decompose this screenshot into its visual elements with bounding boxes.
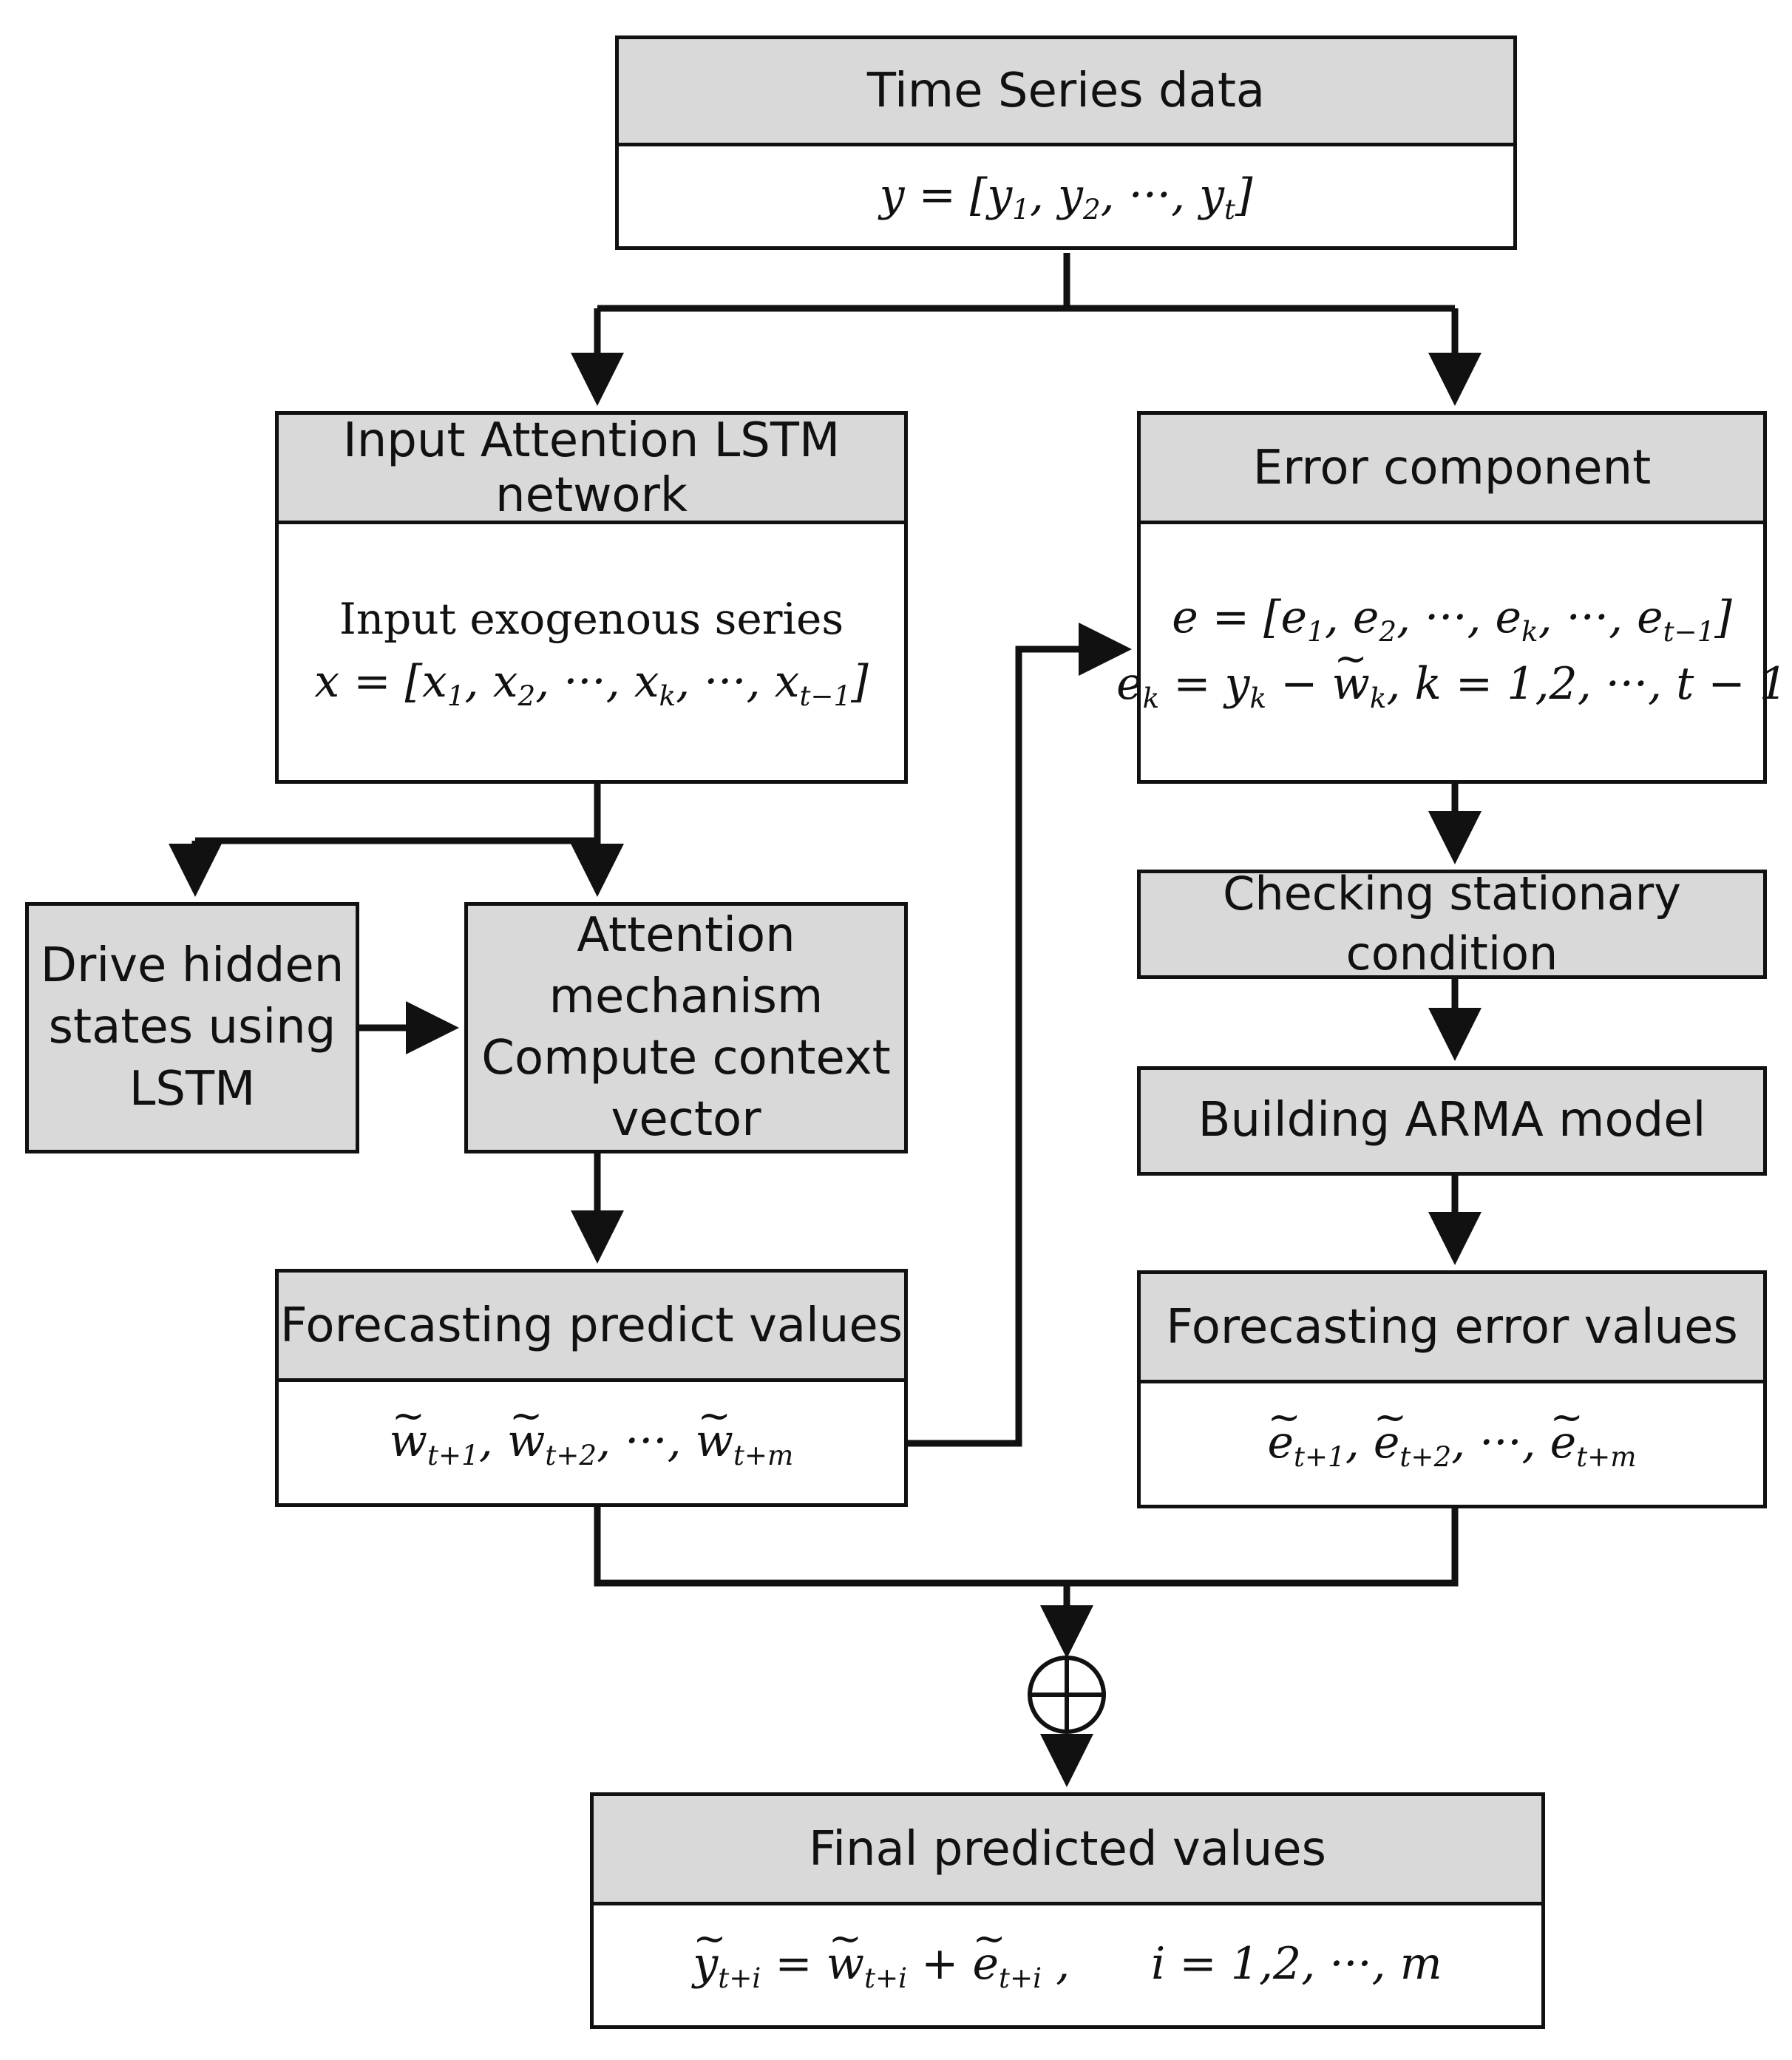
drive-hidden-line2: states using: [48, 1000, 336, 1055]
final-predicted-formula: yt+i = wt+i + et+i ,i = 1,2, ···, m: [693, 1910, 1442, 1999]
attention-mechanism-line1: Attention mechanism: [549, 907, 824, 1024]
error-definition-formula: ek = yk − wk, k = 1,2, ···, t − 1: [1116, 630, 1788, 719]
drive-hidden-box: Drive hidden states using LSTM: [25, 902, 359, 1153]
time-series-box: Time Series data y = [y1, y2, ···, yt]: [615, 35, 1517, 250]
input-exogenous-formula: x = [x1, x2, ···, xk, ···, xt−1]: [314, 656, 869, 713]
arma-model-label: Building ARMA model: [1198, 1093, 1706, 1148]
arma-model-box: Building ARMA model: [1137, 1066, 1767, 1176]
input-attention-title: Input Attention LSTM network: [279, 413, 904, 524]
error-component-title: Error component: [1141, 415, 1763, 524]
sum-symbol: [1028, 1656, 1106, 1734]
split-line-lstm: [195, 782, 601, 844]
forecast-predict-title: Forecasting predict values: [279, 1273, 904, 1382]
split-line-top: [597, 253, 1455, 312]
attention-mechanism-line3: vector: [611, 1092, 761, 1148]
forecast-error-formula: et+1, et+2, ···, et+m: [1267, 1389, 1636, 1477]
final-predicted-box: Final predicted values yt+i = wt+i + et+…: [590, 1792, 1545, 2029]
checking-stationary-label: Checking stationary condition: [1223, 867, 1681, 980]
time-series-formula: y = [y1, y2, ···, yt]: [879, 169, 1253, 226]
time-series-title: Time Series data: [619, 39, 1513, 146]
error-vector-formula: e = [e1, e2, ···, ek, ···, et−1]: [1172, 592, 1732, 648]
attention-mechanism-box: Attention mechanism Compute context vect…: [464, 902, 908, 1153]
input-attention-box: Input Attention LSTM network Input exoge…: [275, 411, 908, 784]
error-component-box: Error component e = [e1, e2, ···, ek, ··…: [1116, 411, 1788, 784]
forecast-error-box: Forecasting error values et+1, et+2, ···…: [1137, 1270, 1767, 1508]
drive-hidden-line3: LSTM: [129, 1061, 256, 1117]
forecast-error-title: Forecasting error values: [1141, 1274, 1763, 1383]
forecast-predict-box: Forecasting predict values wt+1, wt+2, ·…: [275, 1269, 908, 1507]
arrow-predict-to-error-component: [906, 623, 1132, 1447]
merge-line-bottom: [594, 1507, 1459, 1587]
input-exogenous-label: Input exogenous series: [339, 594, 844, 645]
checking-stationary-box: Checking stationary condition: [1137, 867, 1767, 980]
attention-mechanism-line2: Compute context: [481, 1031, 891, 1085]
final-predicted-title: Final predicted values: [594, 1796, 1541, 1905]
drive-hidden-line1: Drive hidden: [40, 938, 345, 994]
forecast-predict-formula: wt+1, wt+2, ···, wt+m: [390, 1387, 794, 1476]
